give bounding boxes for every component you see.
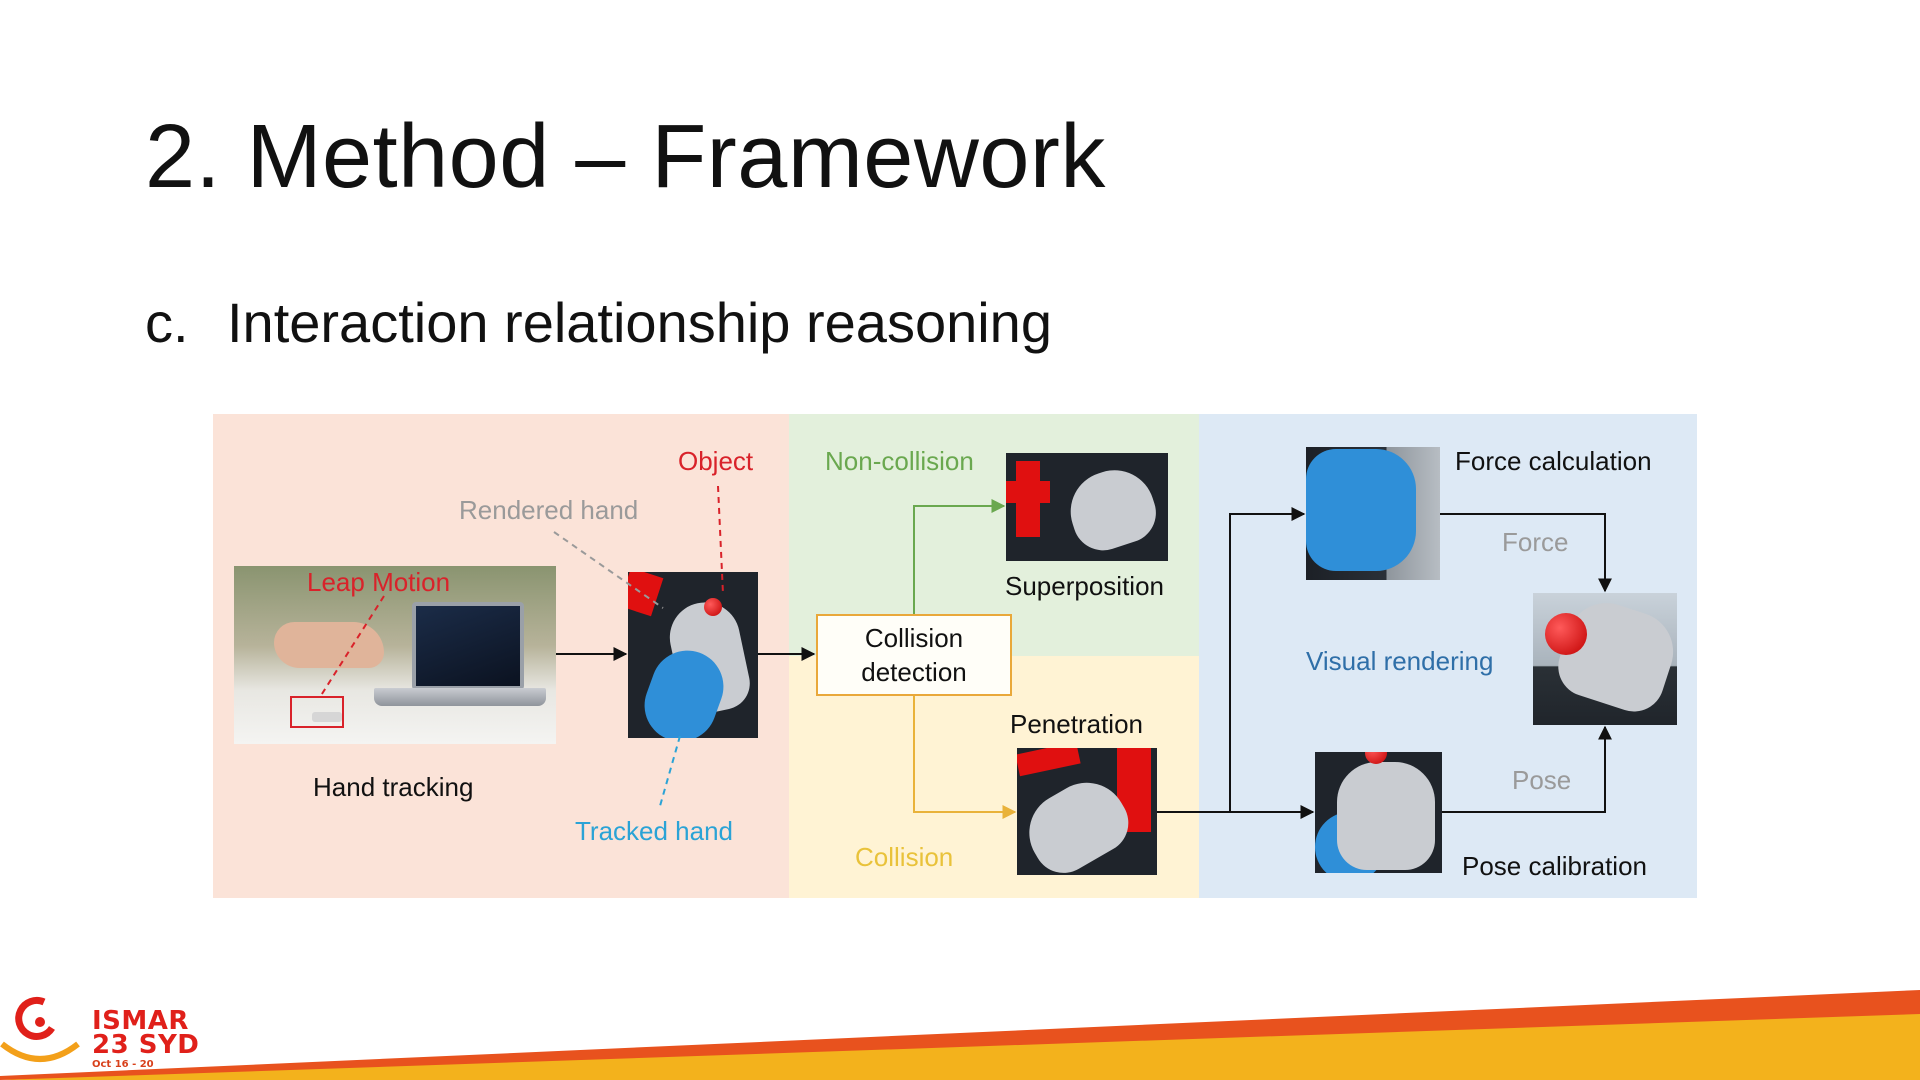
ismar-logo	[0, 996, 80, 1062]
red-sphere	[1545, 613, 1587, 655]
red-sphere	[704, 598, 722, 616]
logo-dates: Oct 16 - 20	[92, 1059, 154, 1070]
pose-calibration-image	[1315, 752, 1442, 873]
leap-motion-photo	[234, 566, 556, 744]
laptop-base	[374, 688, 546, 706]
laptop-screen	[412, 602, 524, 690]
red-cube	[628, 572, 664, 617]
rendered-hand-label: Rendered hand	[459, 495, 639, 525]
collision-detection-line2: detection	[861, 657, 967, 687]
footer-band	[0, 990, 1920, 1080]
force-label: Force	[1502, 527, 1569, 557]
pose-calibration-label: Pose calibration	[1462, 851, 1647, 881]
leap-motion-device	[312, 712, 342, 722]
section-subtitle: c. Interaction relationship reasoning	[145, 290, 1052, 355]
slide-title: 2. Method – Framework	[145, 107, 1106, 207]
collision-detection-line1: Collision	[864, 623, 964, 653]
subtitle-marker: c.	[145, 291, 189, 354]
pose-label: Pose	[1512, 765, 1572, 795]
blue-hand	[1306, 449, 1416, 571]
grey-hand	[1060, 459, 1164, 559]
hand-tracking-label: Hand tracking	[313, 772, 474, 802]
non-collision-label: Non-collision	[825, 446, 974, 476]
logo-wordmark: ISMAR	[92, 1006, 189, 1036]
red-block-top	[1017, 748, 1081, 777]
user-hand-shape	[274, 622, 384, 668]
collision-label: Collision	[855, 842, 954, 872]
leap-motion-label: Leap Motion	[307, 567, 451, 597]
object-label: Object	[678, 446, 754, 476]
penetration-label: Penetration	[1010, 709, 1143, 739]
logo-year: 23 SYD	[92, 1030, 200, 1060]
subtitle-text: Interaction relationship reasoning	[227, 291, 1052, 354]
rendered-hand-image	[628, 572, 758, 738]
visual-rendering-image	[1533, 593, 1677, 725]
red-sphere	[1365, 752, 1387, 764]
force-calculation-image	[1306, 447, 1440, 580]
red-cross-horizontal	[1006, 481, 1050, 503]
penetration-image	[1017, 748, 1157, 875]
tracked-hand-label: Tracked hand	[575, 816, 734, 846]
grey-hand	[1550, 593, 1677, 720]
visual-rendering-label: Visual rendering	[1306, 646, 1494, 676]
superposition-image	[1006, 453, 1168, 561]
collision-detection-box: Collision detection	[816, 614, 1012, 696]
leap-motion-highlight-box	[290, 696, 344, 728]
grey-hand	[1337, 762, 1435, 870]
force-calculation-label: Force calculation	[1455, 446, 1652, 476]
superposition-label: Superposition	[1005, 571, 1164, 601]
